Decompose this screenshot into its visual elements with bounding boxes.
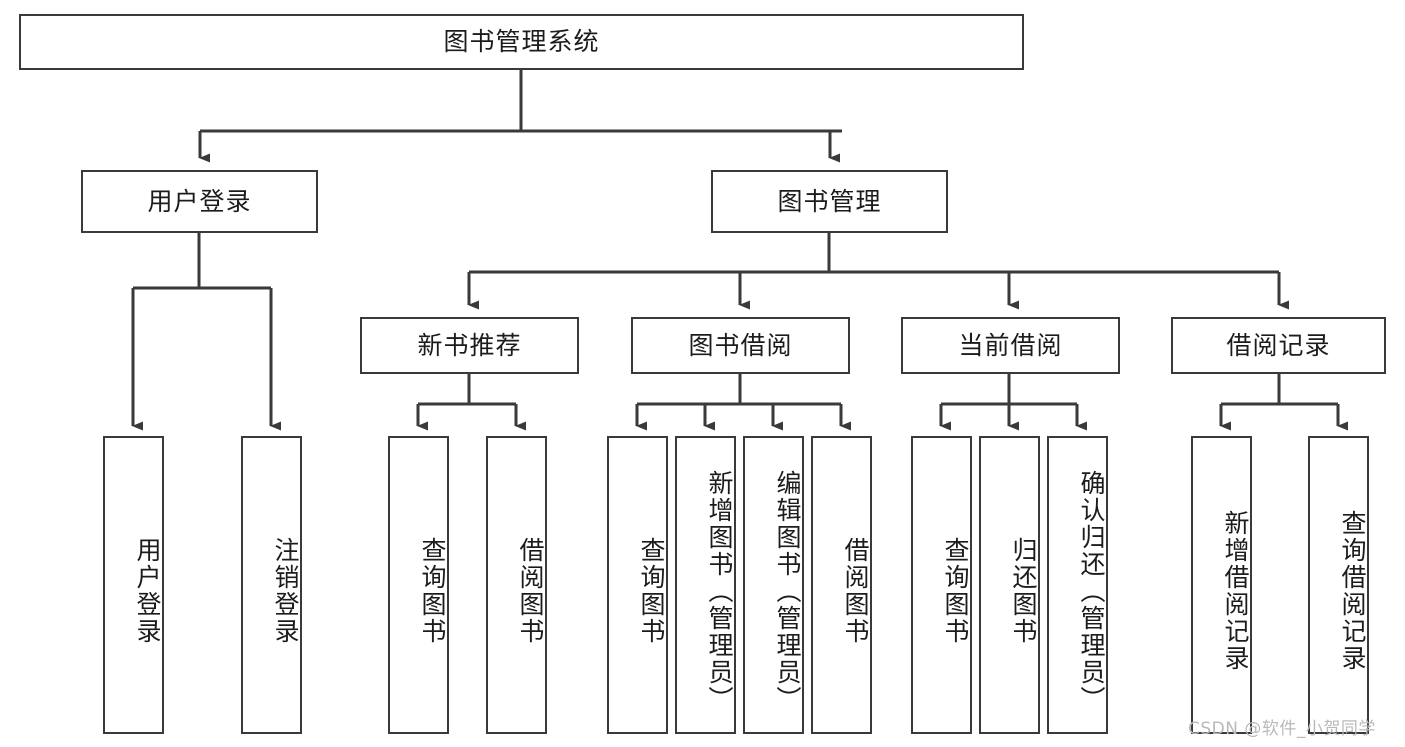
leaf-bookborrow-edit-book-admin[interactable]: 编辑图书（管理员） [743, 436, 804, 734]
leaf-bookborrow-add-book-admin[interactable]: 新增图书（管理员） [675, 436, 736, 734]
node-label: 查询图书 [418, 537, 447, 645]
leaf-bookborrow-borrow-book[interactable]: 借阅图书 [811, 436, 872, 734]
node-label: 查询图书 [941, 537, 970, 645]
node-label: 用户登录 [147, 186, 252, 216]
node-book-management[interactable]: 图书管理 [711, 170, 948, 233]
node-book-borrowing[interactable]: 图书借阅 [631, 317, 850, 374]
leaf-newbook-query-book[interactable]: 查询图书 [388, 436, 449, 734]
leaf-newbook-borrow-book[interactable]: 借阅图书 [486, 436, 547, 734]
leaf-user-login-signout[interactable]: 注销登录 [241, 436, 302, 734]
node-label: 借阅记录 [1226, 330, 1331, 360]
node-label: 图书借阅 [688, 330, 793, 360]
node-borrowing-record[interactable]: 借阅记录 [1171, 317, 1386, 374]
node-label: 注销登录 [271, 537, 300, 645]
leaf-currentborrow-query-book[interactable]: 查询图书 [911, 436, 972, 734]
node-label: 新增图书（管理员） [705, 469, 734, 713]
node-label: 图书管理系统 [443, 27, 600, 57]
node-user-login[interactable]: 用户登录 [81, 170, 318, 233]
node-label: 编辑图书（管理员） [773, 469, 802, 713]
node-new-book-recommendation[interactable]: 新书推荐 [360, 317, 579, 374]
leaf-borrowrecord-add-record[interactable]: 新增借阅记录 [1191, 436, 1252, 734]
node-label: 用户登录 [133, 537, 162, 645]
node-label: 查询图书 [637, 537, 666, 645]
node-label: 图书管理 [777, 186, 882, 216]
leaf-currentborrow-confirm-return-admin[interactable]: 确认归还（管理员） [1047, 436, 1108, 734]
node-label: 确认归还（管理员） [1077, 469, 1106, 713]
node-label: 当前借阅 [958, 330, 1063, 360]
node-label: 归还图书 [1009, 537, 1038, 645]
node-label: 借阅图书 [841, 537, 870, 645]
node-label: 新增借阅记录 [1221, 510, 1250, 672]
node-label: 新书推荐 [417, 330, 522, 360]
leaf-borrowrecord-query-record[interactable]: 查询借阅记录 [1308, 436, 1369, 734]
leaf-bookborrow-query-book[interactable]: 查询图书 [607, 436, 668, 734]
node-current-borrowing[interactable]: 当前借阅 [901, 317, 1120, 374]
node-label: 借阅图书 [516, 537, 545, 645]
node-label: 查询借阅记录 [1338, 510, 1367, 672]
leaf-currentborrow-return-book[interactable]: 归还图书 [979, 436, 1040, 734]
csdn-watermark: CSDN @软件_小贺同学 [1188, 719, 1376, 739]
node-book-management-system[interactable]: 图书管理系统 [19, 14, 1024, 70]
leaf-user-login-signin[interactable]: 用户登录 [103, 436, 164, 734]
